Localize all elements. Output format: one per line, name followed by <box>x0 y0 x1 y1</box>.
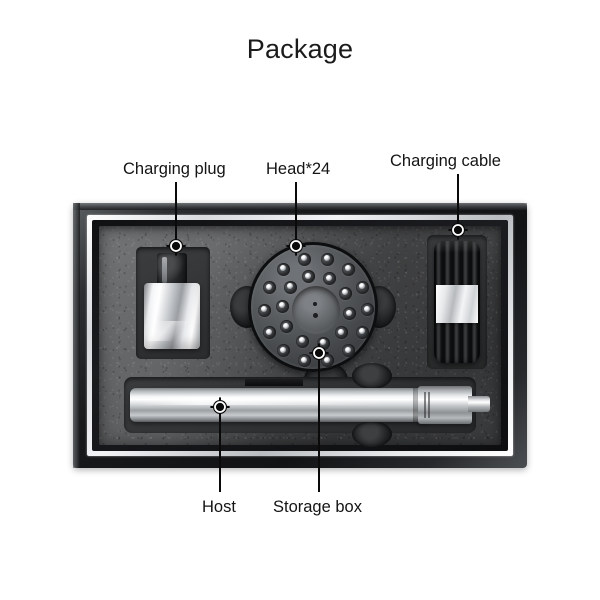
bit-socket <box>284 280 298 294</box>
disc-center-hub <box>292 286 340 334</box>
host-body <box>130 388 426 422</box>
bit-socket <box>262 281 276 295</box>
host-foam-notch-top <box>352 363 392 389</box>
callout-label-storage-box: Storage box <box>273 498 362 516</box>
product-charging-plug <box>136 247 210 359</box>
host-gloss-highlight <box>138 397 388 405</box>
bit-socket <box>280 320 294 334</box>
cable-label-band <box>436 285 478 323</box>
callout-label-charging-plug: Charging plug <box>123 160 226 178</box>
bit-socket <box>295 334 309 348</box>
product-host <box>124 363 490 447</box>
bit-socket <box>302 270 316 284</box>
box-rim-left <box>73 203 80 468</box>
bit-socket <box>323 272 337 286</box>
bit-socket <box>334 326 348 340</box>
host-collar-ring-2 <box>428 392 430 418</box>
page-title: Package <box>246 34 354 64</box>
bit-socket <box>361 303 375 317</box>
hub-hole-lower <box>313 313 318 318</box>
host-collar <box>418 386 472 424</box>
host-foam-notch-bottom <box>352 421 392 447</box>
bit-socket <box>320 252 334 266</box>
bit-socket <box>262 326 276 340</box>
callout-label-charging-cable: Charging cable <box>390 152 501 170</box>
bit-socket <box>341 262 355 276</box>
bit-socket <box>356 325 370 339</box>
bit-socket <box>343 307 357 321</box>
bit-socket <box>276 262 290 276</box>
bit-socket <box>321 354 335 368</box>
bit-socket <box>316 336 330 350</box>
host-chuck-shaft <box>468 396 490 412</box>
bit-socket <box>298 354 312 368</box>
plug-body <box>144 283 200 349</box>
bit-socket <box>342 344 356 357</box>
plug-tip-slot <box>162 257 167 283</box>
host-power-button <box>245 379 303 386</box>
bit-socket <box>257 303 271 317</box>
box-rim-top <box>73 203 527 210</box>
product-head-storage-disc <box>230 242 396 398</box>
host-collar-shadow <box>413 388 421 422</box>
callout-label-head-24: Head*24 <box>266 160 331 178</box>
bit-socket <box>356 280 370 294</box>
host-collar-ring-1 <box>424 392 426 418</box>
hub-hole-upper <box>313 302 317 306</box>
bit-socket <box>277 344 291 358</box>
bit-socket <box>275 299 289 313</box>
bit-disc <box>248 242 378 372</box>
callout-label-host: Host <box>202 498 236 516</box>
bit-socket <box>338 286 352 300</box>
product-charging-cable <box>427 235 487 369</box>
bit-socket <box>297 252 311 266</box>
